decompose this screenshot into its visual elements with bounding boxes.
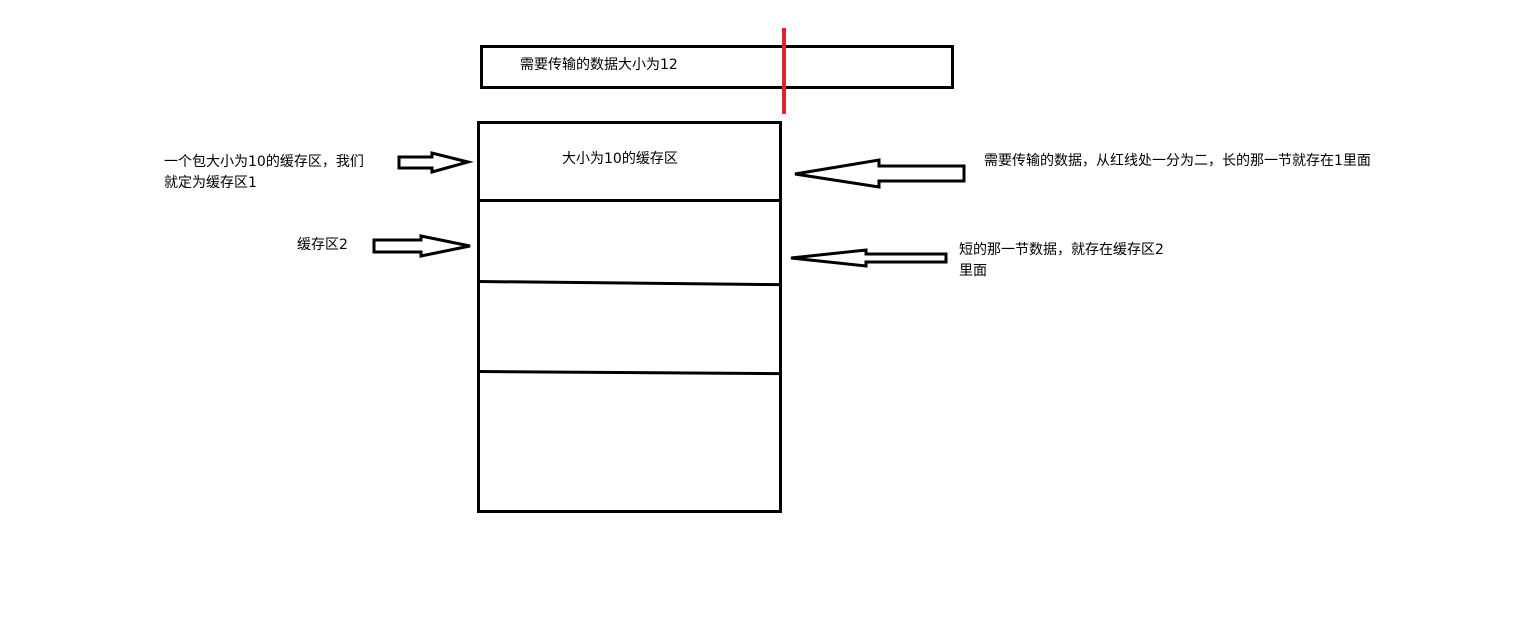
buffer-1-arrow	[397, 151, 474, 174]
data-bar-label: 需要传输的数据大小为12	[520, 57, 678, 73]
buffer-2-note: 缓存区2	[297, 237, 348, 253]
buffer-1-note-line-2: 就定为缓存区1	[164, 175, 257, 191]
data-bar	[480, 45, 954, 89]
split-short-note-line-2: 里面	[959, 263, 987, 279]
split-long-note: 需要传输的数据，从红线处一分为二，长的那一节就存在1里面	[984, 153, 1371, 169]
buffer-separator-1	[479, 199, 779, 202]
buffer-1-note-line-1: 一个包大小为10的缓存区，我们	[164, 154, 364, 170]
buffer-1-note: 一个包大小为10的缓存区，我们 就定为缓存区1	[164, 152, 364, 194]
buffer-1-label: 大小为10的缓存区	[562, 151, 678, 167]
split-short-note: 短的那一节数据，就存在缓存区2 里面	[959, 240, 1164, 282]
split-long-arrow	[794, 158, 966, 189]
buffer-2-arrow	[372, 234, 471, 258]
split-short-note-line-1: 短的那一节数据，就存在缓存区2	[959, 242, 1164, 258]
buffer-stack	[477, 121, 782, 513]
split-short-arrow	[790, 248, 948, 268]
